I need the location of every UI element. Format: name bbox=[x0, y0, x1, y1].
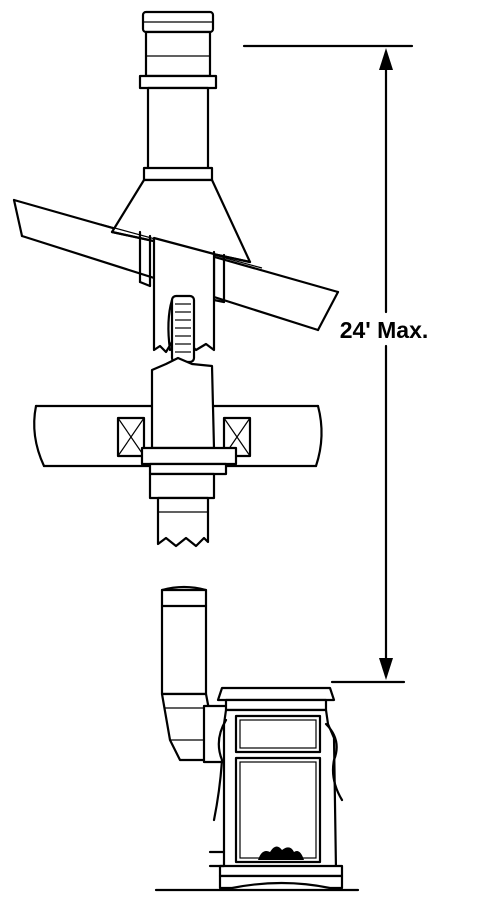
storm-collar bbox=[138, 74, 218, 182]
dimension-label: 24' Max. bbox=[340, 317, 429, 343]
stove-pipe bbox=[160, 585, 232, 764]
stove bbox=[208, 686, 344, 890]
dimension-line bbox=[242, 44, 414, 684]
roof-pipe-cutaway bbox=[152, 236, 216, 364]
ceiling-section bbox=[33, 356, 323, 548]
vent-cap bbox=[141, 10, 215, 78]
